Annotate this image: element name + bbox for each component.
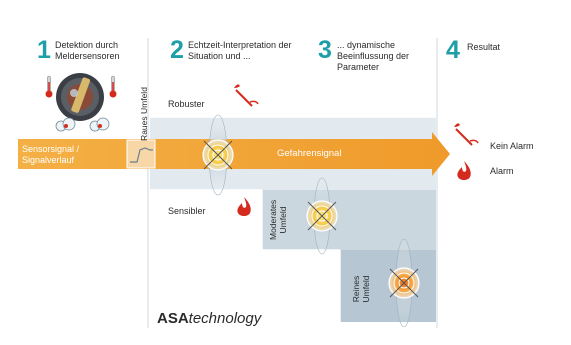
- legend-no-alarm: Kein Alarm: [490, 141, 534, 151]
- brand-italic: technology: [188, 310, 262, 327]
- panel-reines-umfeld: [340, 250, 436, 322]
- brand-bold: ASA: [157, 310, 189, 327]
- legend-alarm: Alarm: [490, 166, 514, 176]
- step-3-number: 3: [318, 36, 332, 64]
- sensitivity-dial-moderate: [306, 177, 338, 255]
- cloud-sensor-icon: [55, 117, 76, 132]
- reines-umfeld-label: Reines Umfeld: [351, 260, 371, 318]
- thermometer-icon: [45, 75, 53, 98]
- smoke-detector-icon: [56, 73, 104, 121]
- moderates-umfeld-text: Moderates Umfeld: [268, 199, 288, 240]
- signal-graph-box: [126, 139, 156, 169]
- flame-icon: [237, 197, 251, 216]
- cloud-sensor-icon: [89, 117, 110, 132]
- panel-moderates-umfeld: [262, 190, 436, 250]
- reines-umfeld-text: Reines Umfeld: [351, 275, 371, 303]
- step-4-number: 4: [446, 36, 460, 64]
- step-3-title: ... dynamische Beeinflussung der Paramet…: [337, 40, 410, 72]
- flame-icon: [457, 161, 471, 180]
- asa-technology-logo: ASAtechnology: [157, 310, 261, 328]
- sensitivity-dial-clean: [388, 238, 420, 328]
- raues-umfeld-label: Raues Umfeld: [139, 79, 175, 149]
- sensibler-label: Sensibler: [168, 206, 206, 216]
- moderates-umfeld-label: Moderates Umfeld: [268, 192, 288, 248]
- step-2-title: Echtzeit-Interpretation der Situation un…: [188, 40, 292, 61]
- thermometer-icon: [109, 75, 117, 98]
- sensor-signal-label: Sensorsignal / Signalverlauf: [22, 144, 80, 165]
- step-2-number: 2: [170, 36, 184, 64]
- hazard-signal-label: Gefahrensignal: [277, 148, 342, 159]
- match-icon: [454, 123, 479, 146]
- match-icon: [234, 84, 259, 107]
- step-4-title: Resultat: [467, 42, 501, 52]
- raues-umfeld-text: Raues Umfeld: [139, 87, 149, 141]
- hazard-signal-arrow: [18, 132, 450, 176]
- step-1-title: Detektion durch Meldersensoren: [55, 40, 120, 61]
- robuster-label: Robuster: [168, 99, 205, 109]
- sensitivity-dial-rough: [202, 114, 234, 196]
- step-1-number: 1: [37, 36, 51, 64]
